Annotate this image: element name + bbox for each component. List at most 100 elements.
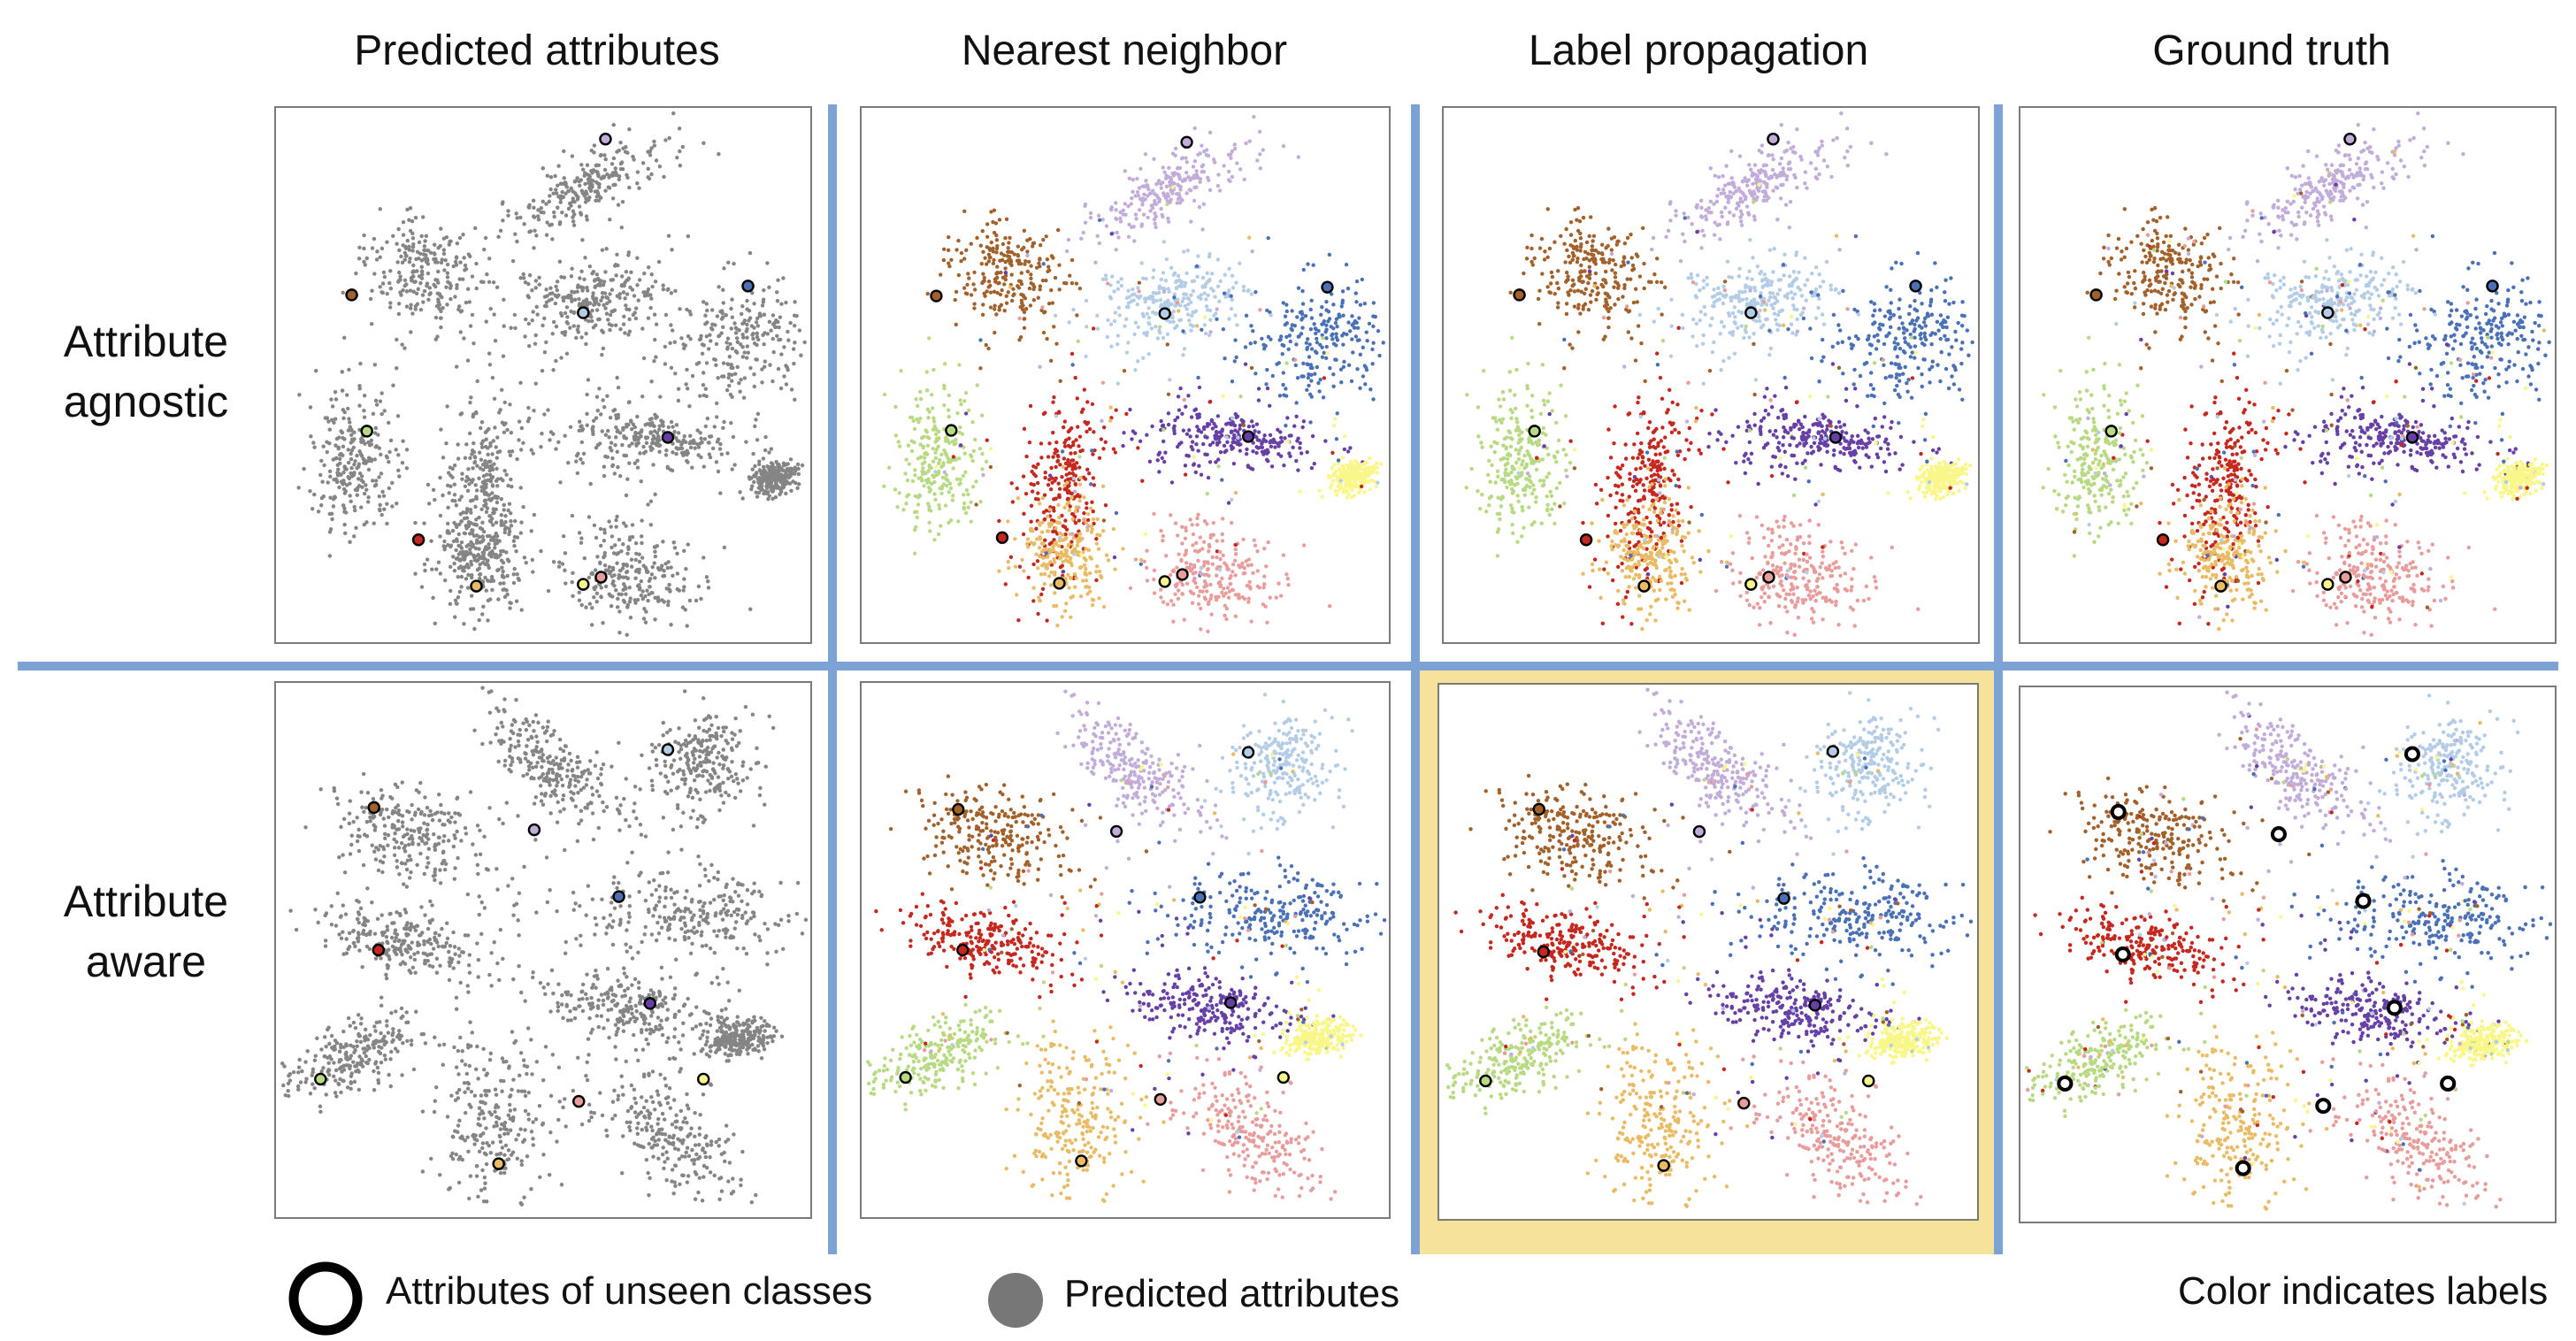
scatter-point bbox=[1141, 212, 1146, 217]
scatter-point bbox=[994, 233, 999, 238]
scatter-point bbox=[702, 393, 707, 398]
scatter-point bbox=[420, 293, 426, 297]
scatter-point bbox=[642, 607, 647, 611]
scatter-point bbox=[508, 606, 512, 610]
scatter-point bbox=[1135, 190, 1140, 195]
scatter-point bbox=[740, 332, 745, 337]
scatter-point bbox=[346, 428, 351, 433]
scatter-point bbox=[1309, 298, 1314, 303]
scatter-point bbox=[932, 538, 937, 542]
scatter-point bbox=[947, 393, 952, 398]
scatter-point bbox=[1204, 297, 1208, 302]
scatter-point bbox=[1192, 159, 1198, 164]
scatter-point bbox=[972, 270, 977, 275]
scatter-point bbox=[492, 462, 496, 466]
scatter-point bbox=[1331, 372, 1336, 377]
scatter-point bbox=[994, 312, 999, 317]
scatter-point bbox=[635, 414, 640, 419]
scatter-point bbox=[622, 435, 626, 440]
scatter-point bbox=[356, 464, 361, 469]
scatter-point bbox=[546, 588, 551, 594]
scatter-point bbox=[472, 441, 476, 446]
scatter-point bbox=[351, 445, 356, 450]
scatter-point bbox=[1214, 430, 1219, 434]
scatter-point bbox=[602, 550, 607, 556]
scatter-point bbox=[1163, 450, 1168, 455]
scatter-point bbox=[767, 450, 771, 455]
scatter-point bbox=[755, 337, 761, 342]
scatter-point bbox=[927, 504, 932, 509]
scatter-point bbox=[1093, 260, 1098, 265]
scatter-point bbox=[609, 441, 614, 445]
scatter-point bbox=[602, 464, 607, 469]
scatter-point bbox=[1123, 212, 1128, 217]
scatter-point bbox=[1048, 487, 1054, 492]
scatter-point bbox=[584, 341, 588, 347]
scatter-point bbox=[373, 425, 379, 431]
scatter-point bbox=[744, 329, 748, 333]
scatter-point bbox=[493, 541, 497, 547]
scatter-point bbox=[1116, 333, 1121, 338]
scatter-point bbox=[962, 493, 966, 497]
scatter-point bbox=[368, 296, 373, 302]
scatter-point bbox=[913, 473, 917, 478]
scatter-point bbox=[565, 315, 570, 319]
scatter-point bbox=[1208, 442, 1213, 448]
scatter-point bbox=[770, 336, 775, 341]
scatter-point bbox=[1251, 441, 1255, 445]
scatter-point bbox=[1245, 447, 1249, 452]
scatter-point bbox=[472, 555, 478, 559]
scatter-point bbox=[657, 567, 662, 572]
scatter-point bbox=[502, 508, 506, 512]
scatter-point bbox=[1292, 424, 1297, 428]
scatter-point bbox=[625, 477, 630, 481]
scatter-point bbox=[633, 540, 639, 546]
scatter-point bbox=[759, 487, 763, 493]
scatter-point bbox=[462, 336, 466, 341]
scatter-point bbox=[527, 229, 532, 234]
scatter-point bbox=[510, 258, 516, 264]
scatter-point bbox=[927, 529, 932, 533]
scatter-point bbox=[483, 546, 488, 550]
scatter-point bbox=[592, 143, 597, 148]
scatter-point bbox=[623, 331, 627, 335]
scatter-point bbox=[473, 546, 479, 551]
scatter-point bbox=[1265, 308, 1269, 313]
scatter-point bbox=[699, 436, 703, 441]
scatter-point bbox=[686, 451, 690, 456]
scatter-point bbox=[1162, 240, 1166, 244]
scatter-point bbox=[1161, 165, 1165, 170]
scatter-point bbox=[597, 317, 602, 322]
scatter-point bbox=[1151, 188, 1155, 193]
scatter-point bbox=[468, 400, 472, 405]
scatter-point bbox=[380, 281, 386, 286]
scatter-point bbox=[1064, 488, 1070, 493]
scatter-point bbox=[632, 425, 638, 430]
scatter-point bbox=[627, 443, 632, 448]
attribute-marker-lavender bbox=[599, 132, 612, 146]
scatter-point bbox=[962, 506, 967, 511]
scatter-point bbox=[1229, 152, 1233, 157]
scatter-point bbox=[335, 463, 340, 467]
scatter-point bbox=[762, 287, 766, 293]
scatter-point bbox=[1067, 471, 1072, 476]
scatter-point bbox=[938, 457, 942, 463]
scatter-point bbox=[1057, 487, 1062, 491]
scatter-point bbox=[666, 586, 671, 592]
scatter-point bbox=[1215, 183, 1221, 188]
scatter-point bbox=[1140, 479, 1145, 483]
scatter-point bbox=[1233, 338, 1238, 342]
scatter-point bbox=[1323, 330, 1328, 334]
scatter-point bbox=[1142, 192, 1146, 196]
scatter-point bbox=[1041, 411, 1046, 417]
scatter-point bbox=[471, 466, 475, 471]
scatter-point bbox=[657, 424, 662, 428]
scatter-point bbox=[1062, 609, 1068, 613]
scatter-point bbox=[767, 494, 772, 498]
scatter-point bbox=[1112, 555, 1117, 560]
scatter-point bbox=[1189, 313, 1194, 318]
scatter-point bbox=[1377, 353, 1382, 358]
scatter-point bbox=[1115, 230, 1119, 235]
scatter-point bbox=[603, 270, 608, 274]
scatter-point bbox=[1199, 472, 1204, 477]
